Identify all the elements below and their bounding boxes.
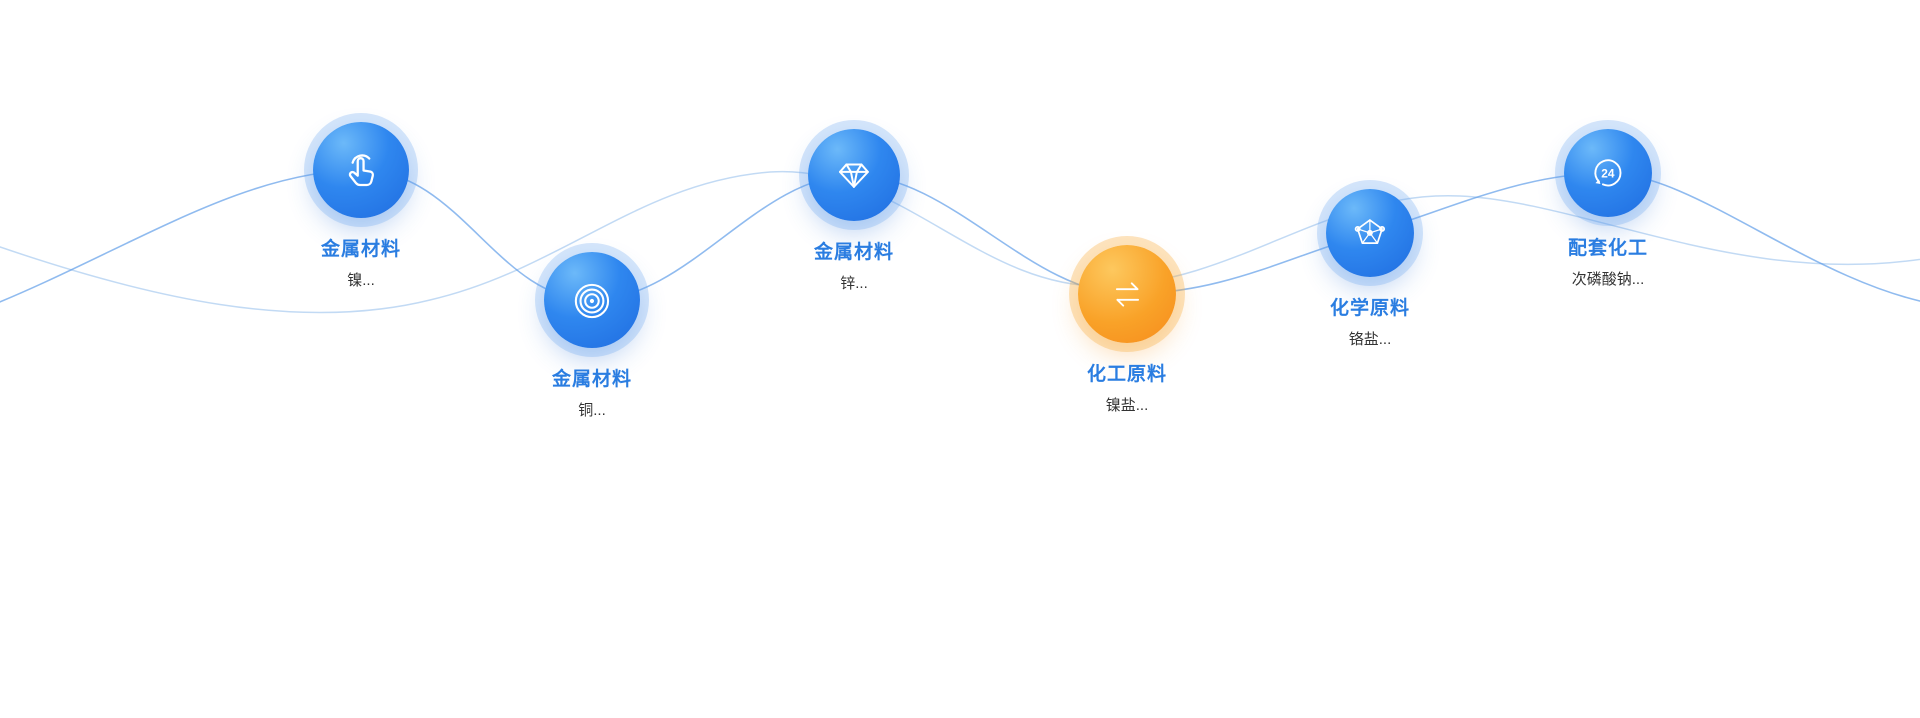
node-sublabel: 次磷酸钠...: [1571, 271, 1645, 288]
node-sublabel: 锌...: [840, 275, 868, 292]
node-circle[interactable]: [313, 122, 409, 218]
node-label: 金属材料: [813, 242, 894, 263]
radar-ripple-icon: [574, 283, 610, 319]
node-sublabel: 镍...: [347, 272, 375, 289]
node-sublabel: 镍盐...: [1105, 397, 1149, 414]
node-label: 配套化工: [1567, 238, 1648, 259]
node-label: 化工原料: [1086, 364, 1167, 385]
node-sublabel: 铬盐...: [1348, 331, 1392, 348]
node-sublabel: 铜...: [578, 402, 606, 419]
node-chemical-chrome-salt[interactable]: 化学原料 铬盐...: [1270, 189, 1470, 349]
svg-text:24: 24: [1601, 166, 1615, 180]
hand-click-icon: [348, 154, 375, 187]
node-circle[interactable]: [544, 252, 640, 348]
24-hour-clock-icon: 24: [1594, 159, 1622, 187]
node-circle[interactable]: [808, 129, 900, 221]
node-metal-nickel[interactable]: 金属材料 镍...: [261, 122, 461, 290]
node-circle[interactable]: 24: [1564, 129, 1652, 217]
node-metal-copper[interactable]: 金属材料 铜...: [492, 252, 692, 420]
node-chemical-nickel-salt[interactable]: 化工原料 镍盐...: [1027, 245, 1227, 415]
node-label: 化学原料: [1329, 298, 1410, 319]
node-label: 金属材料: [320, 239, 401, 260]
diamond-icon: [839, 163, 869, 188]
molecule-pentagon-icon: [1354, 219, 1386, 245]
node-label: 金属材料: [551, 369, 632, 390]
node-supporting-chemical[interactable]: 24 配套化工 次磷酸钠...: [1508, 129, 1708, 289]
node-metal-zinc[interactable]: 金属材料 锌...: [754, 129, 954, 293]
exchange-arrows-icon: [1115, 281, 1139, 307]
node-circle[interactable]: [1078, 245, 1176, 343]
node-circle[interactable]: [1326, 189, 1414, 277]
